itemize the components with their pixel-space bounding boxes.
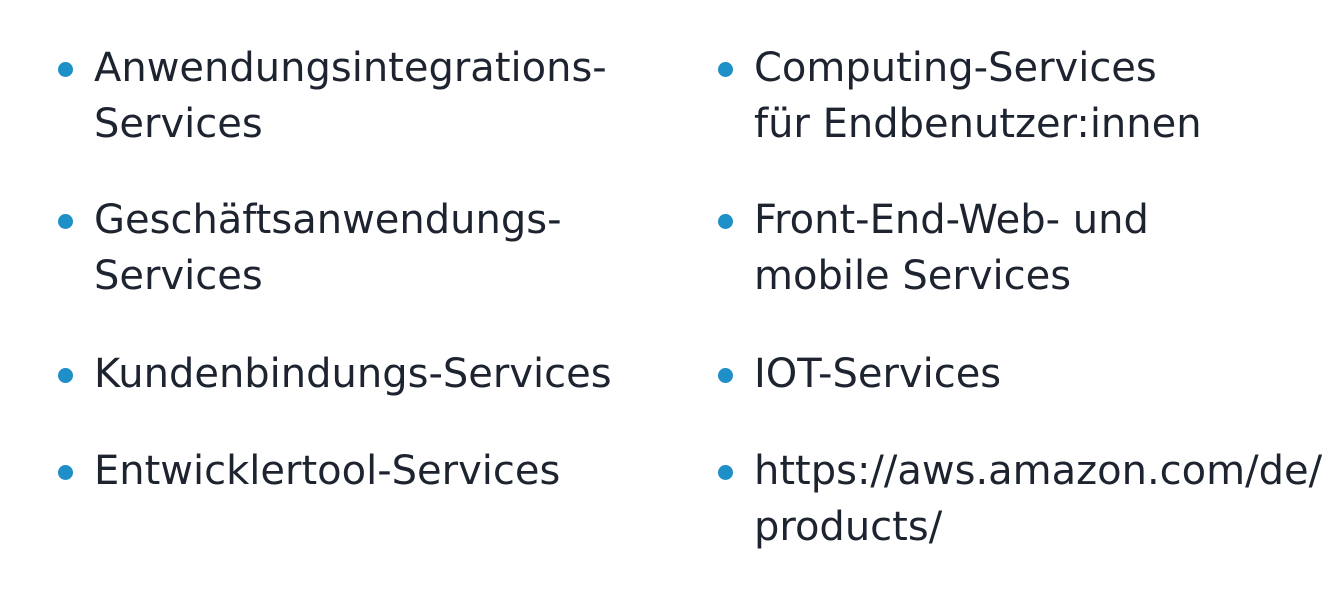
item-text-line-2: Services (94, 101, 263, 147)
item-text-line-2: Services (94, 253, 263, 299)
bullet-icon (58, 465, 73, 480)
item-text-line-1: Kundenbindungs-Services (94, 351, 612, 397)
products-url-line-2[interactable]: products/ (754, 504, 943, 550)
item-text-line-1: Entwicklertool-Services (94, 448, 561, 494)
bullet-icon (718, 368, 733, 383)
bullet-icon (58, 368, 73, 383)
bullet-icon (718, 214, 733, 229)
item-text-line-2: für Endbenutzer:innen (754, 101, 1202, 147)
item-text-line-1: Geschäftsanwendungs- (94, 197, 562, 243)
item-text-line-1: Front-End-Web- und (754, 197, 1149, 243)
item-text-line-2: mobile Services (754, 253, 1072, 299)
bullet-icon (58, 62, 73, 77)
bullet-icon (718, 465, 733, 480)
products-url-line-1[interactable]: https://aws.amazon.com/de/ (754, 448, 1323, 494)
bullet-icon (58, 214, 73, 229)
item-text-line-1: Computing-Services (754, 45, 1157, 91)
item-text-line-1: IOT-Services (754, 351, 1002, 397)
bullet-icon (718, 62, 733, 77)
item-text-line-1: Anwendungsintegrations- (94, 45, 607, 91)
